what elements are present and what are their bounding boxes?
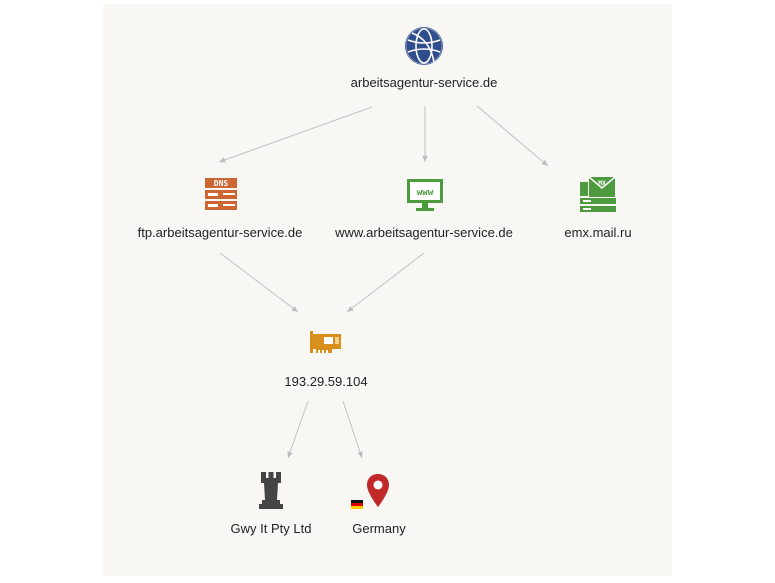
edge-dns-ip: [219, 252, 299, 313]
node-dns[interactable]: DNS: [203, 177, 239, 218]
node-org-label: Gwy It Pty Ltd: [230, 521, 312, 536]
mx-mail-icon: MX: [580, 176, 616, 212]
node-www-label: www.arbeitsagentur-service.de: [335, 225, 513, 240]
svg-text:DNS: DNS: [214, 179, 229, 188]
node-org[interactable]: [258, 472, 284, 515]
node-ip-label: 193.29.59.104: [284, 374, 368, 389]
globe-icon: [405, 27, 443, 65]
node-mx-label: emx.mail.ru: [564, 225, 632, 240]
map-pin-icon: [367, 474, 389, 507]
node-domain-label: arbeitsagentur-service.de: [350, 75, 498, 90]
network-card-icon: [310, 331, 341, 353]
rook-icon: [259, 472, 283, 509]
edge-www-ip: [346, 252, 425, 313]
edge-ip-location: [342, 400, 363, 459]
www-monitor-icon: www: [407, 179, 443, 211]
edge-domain-dns: [218, 106, 373, 163]
german-flag-icon: [351, 500, 363, 509]
node-mx[interactable]: MX: [579, 176, 617, 219]
node-ip[interactable]: [310, 331, 342, 362]
node-location[interactable]: [366, 473, 390, 514]
svg-text:MX: MX: [598, 180, 606, 187]
node-location-label: Germany: [352, 521, 406, 536]
edge-ip-org: [287, 400, 309, 459]
node-domain[interactable]: [404, 26, 444, 71]
edge-domain-mx: [476, 105, 549, 167]
node-www[interactable]: www: [406, 177, 444, 218]
node-dns-label: ftp.arbeitsagentur-service.de: [137, 225, 303, 240]
dns-server-icon: DNS: [205, 178, 237, 210]
svg-text:www: www: [417, 188, 434, 198]
